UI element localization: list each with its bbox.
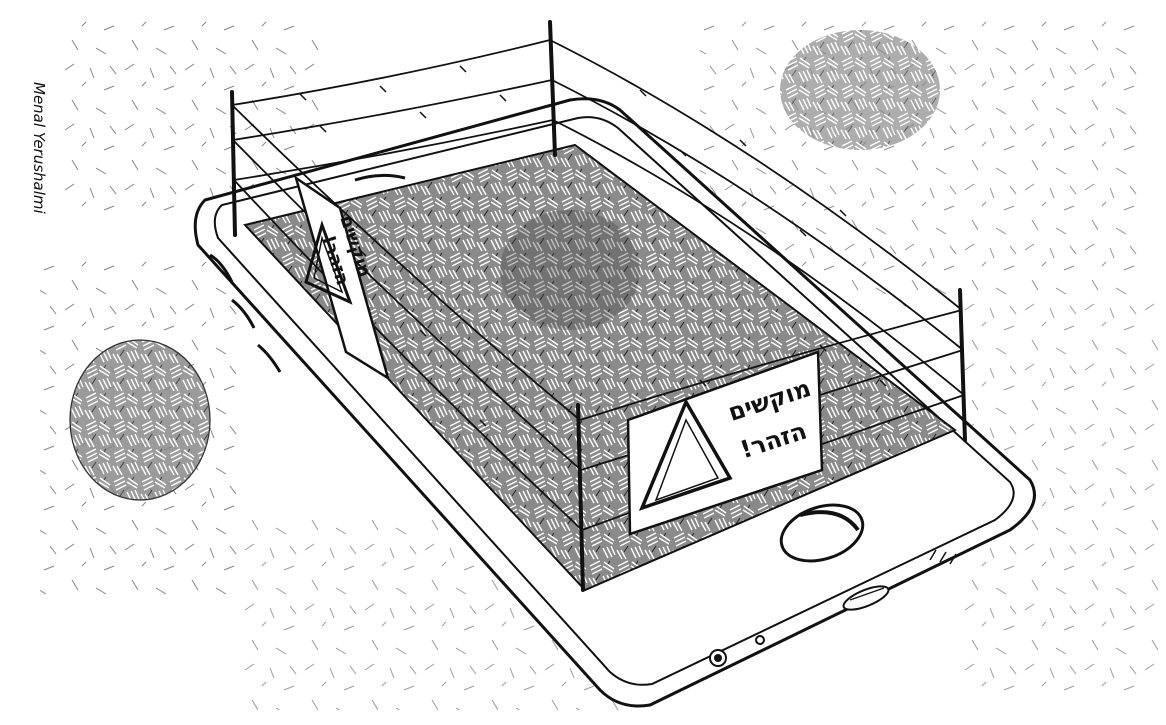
phone-bottom-ports [709, 549, 957, 667]
wire-barbs [299, 65, 907, 427]
signature-text: Menal Yerushalmi [30, 82, 48, 215]
shrub-left [69, 339, 211, 501]
artist-signature: Menal Yerushalmi [30, 82, 48, 215]
warning-sign-left: מוקשים הזהר! [293, 175, 391, 381]
fence-posts [230, 20, 967, 592]
home-button [779, 503, 865, 563]
shrub-right [780, 30, 940, 150]
warning-sign-right: מוקשים הזהר! [626, 350, 824, 536]
